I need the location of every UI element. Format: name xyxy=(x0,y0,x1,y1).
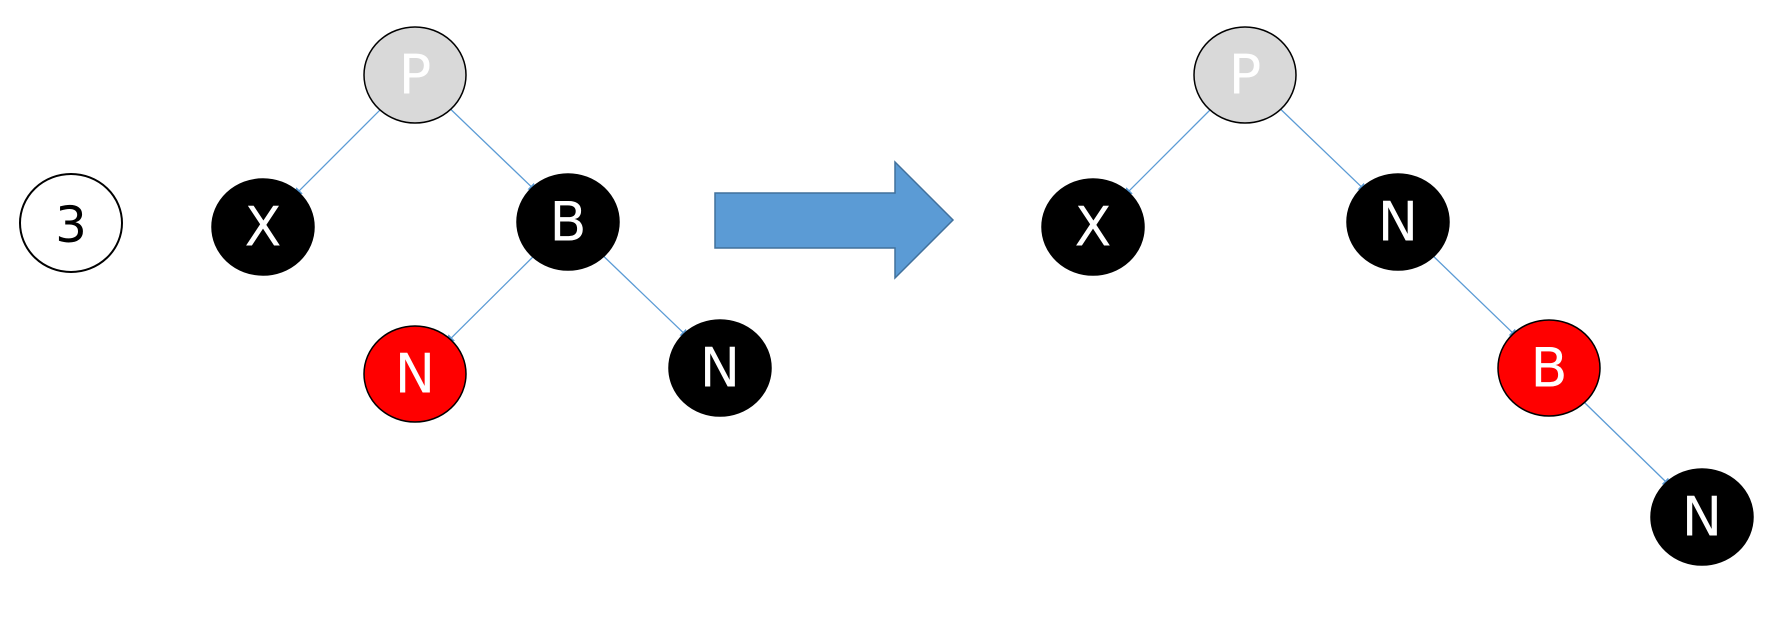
edge-after-n1-b xyxy=(1430,253,1519,339)
edge-before-p-x xyxy=(293,107,383,197)
node-after-b: B xyxy=(1497,319,1601,417)
tree-before: P X B N N xyxy=(211,26,772,423)
edge-before-b-n2 xyxy=(600,253,690,339)
svg-text:N: N xyxy=(700,337,740,400)
step-marker: 3 xyxy=(19,173,123,273)
edge-after-p-x xyxy=(1123,107,1213,197)
edge-after-p-n1 xyxy=(1277,106,1368,193)
node-before-p: P xyxy=(363,26,467,124)
node-before-n2: N xyxy=(668,319,772,417)
svg-text:N: N xyxy=(1378,191,1418,254)
node-before-x: X xyxy=(211,178,315,276)
node-after-x: X xyxy=(1041,178,1145,276)
svg-text:N: N xyxy=(1682,486,1722,549)
edge-before-p-b xyxy=(447,106,538,193)
tree-after-nodes: P X N B N xyxy=(1041,26,1754,566)
edge-after-b-n2 xyxy=(1581,399,1672,488)
svg-text:X: X xyxy=(245,196,282,259)
step-marker-label: 3 xyxy=(55,196,87,254)
transition-arrow-icon xyxy=(714,160,955,280)
node-after-n2: N xyxy=(1650,468,1754,566)
node-before-n1: N xyxy=(363,325,467,423)
svg-text:B: B xyxy=(549,191,586,254)
tree-before-edges xyxy=(293,106,690,344)
svg-text:X: X xyxy=(1075,196,1112,259)
svg-text:N: N xyxy=(395,343,435,406)
tree-after: P X N B N xyxy=(1041,26,1754,566)
tree-after-edges xyxy=(1123,106,1672,488)
svg-text:P: P xyxy=(1229,44,1262,107)
node-after-n1: N xyxy=(1346,173,1450,271)
edge-before-b-n1 xyxy=(445,253,536,344)
step-marker-circle xyxy=(19,173,123,273)
node-before-b: B xyxy=(516,173,620,271)
node-after-p: P xyxy=(1193,26,1297,124)
svg-text:B: B xyxy=(1530,337,1567,400)
tree-before-nodes: P X B N N xyxy=(211,26,772,423)
svg-text:P: P xyxy=(399,44,432,107)
